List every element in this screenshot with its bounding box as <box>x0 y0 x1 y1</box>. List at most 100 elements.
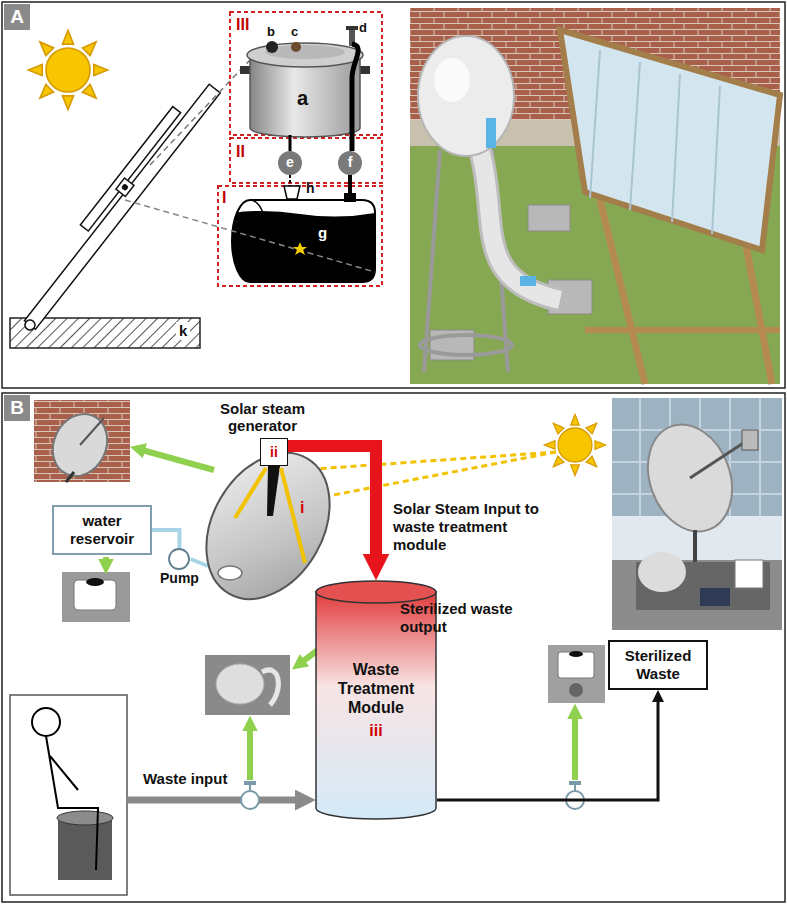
edge-label: Solar Steam Input to waste treatment mod… <box>393 500 555 554</box>
edge-label: Sterilized waste output <box>400 600 520 636</box>
cylinder-shape <box>316 581 436 603</box>
pressure-cooker <box>291 42 301 52</box>
dish-photo <box>34 400 130 485</box>
water-tank <box>250 200 268 282</box>
sun-icon <box>544 414 605 475</box>
node-text: Pump <box>160 570 199 587</box>
water-tank <box>225 211 380 290</box>
node-text: ii <box>270 444 278 461</box>
field-photo <box>590 50 720 234</box>
water-tank <box>293 242 307 255</box>
system-photo <box>735 560 763 588</box>
pump-node: Pump <box>160 548 199 587</box>
dish-shape <box>281 468 305 563</box>
dish-photo <box>66 472 74 482</box>
system-photo <box>612 398 782 630</box>
valve-photo <box>569 683 583 697</box>
system-photo <box>742 430 758 450</box>
system-photo <box>638 552 686 592</box>
pressure-cooker <box>289 135 292 151</box>
solar-collector <box>23 318 37 332</box>
dish-photo <box>80 418 104 445</box>
field-photo <box>420 335 512 355</box>
reservoir-photo <box>62 572 130 622</box>
toilet-figure <box>57 811 113 825</box>
sun-ray <box>318 452 556 498</box>
solar-collector <box>121 183 129 191</box>
dish-shape <box>235 468 266 518</box>
dish-shape <box>267 466 280 516</box>
part-letter: a <box>297 86 308 110</box>
pressure-cooker <box>346 26 358 30</box>
module-photo <box>216 664 264 704</box>
node-text: i <box>300 498 304 517</box>
panel-frame <box>2 2 785 388</box>
field-photo <box>480 150 560 300</box>
toilet-figure <box>10 695 127 895</box>
node-text: iii <box>369 721 382 740</box>
water-tank <box>284 186 300 199</box>
sun-ray <box>300 452 556 470</box>
valve-icon <box>241 781 259 809</box>
section-numeral: I <box>222 188 226 207</box>
field-photo <box>418 36 514 156</box>
focus-line <box>150 60 250 165</box>
section-box <box>230 138 382 183</box>
pressure-cooker <box>266 41 278 53</box>
field-photo <box>600 200 645 384</box>
node-text: Sterilized Waste <box>616 647 700 683</box>
water-tank <box>344 193 356 202</box>
pressure-cooker <box>352 44 358 151</box>
solar-dish: Solar steam generatoriii <box>180 398 340 613</box>
reservoir-photo <box>86 578 104 586</box>
pump-circle <box>169 549 189 569</box>
section-numeral: II <box>236 142 245 161</box>
valve-photo <box>548 645 605 703</box>
panel-letter: B <box>4 395 30 421</box>
pump-circle <box>168 548 190 570</box>
panel-frame <box>2 393 785 902</box>
sun-icon <box>28 30 107 109</box>
toilet-figure <box>32 708 60 736</box>
reservoir-photo <box>62 572 130 622</box>
water-line <box>152 530 179 548</box>
system-photo <box>690 440 748 478</box>
valve-circle <box>278 151 302 175</box>
field-photo <box>745 240 772 384</box>
valve-photo <box>569 651 583 657</box>
focus-line <box>150 60 250 165</box>
waste-input-arrow <box>127 800 299 801</box>
field-photo <box>434 58 470 102</box>
module-photo <box>262 670 278 705</box>
reservoir-box: water reservoir <box>52 505 152 555</box>
field-photo <box>528 205 570 231</box>
dish-photo <box>43 405 117 485</box>
steam-receiver: ii <box>260 438 288 466</box>
pressure-cooker <box>240 26 370 151</box>
panel-letter: A <box>4 4 30 30</box>
water-line <box>190 559 208 566</box>
solar-collector <box>10 75 221 333</box>
dish-shape <box>181 431 340 613</box>
field-photo <box>410 8 780 384</box>
system-photo <box>700 588 730 606</box>
node-text: Waste Treatment Module <box>321 660 431 718</box>
part-letter: e <box>278 154 302 171</box>
photo-pointer <box>103 557 109 562</box>
valve-icon <box>566 781 584 809</box>
output-arrow <box>437 702 658 800</box>
solar-collector <box>116 178 134 196</box>
field-photo <box>585 327 780 333</box>
water-tank <box>232 200 375 282</box>
valve-circle <box>338 151 362 175</box>
toilet-figure <box>46 736 98 870</box>
toilet-figure <box>10 695 127 895</box>
part-letter: d <box>359 20 367 36</box>
system-photo <box>693 530 697 565</box>
system-photo <box>612 398 782 630</box>
water-tank <box>225 211 380 290</box>
